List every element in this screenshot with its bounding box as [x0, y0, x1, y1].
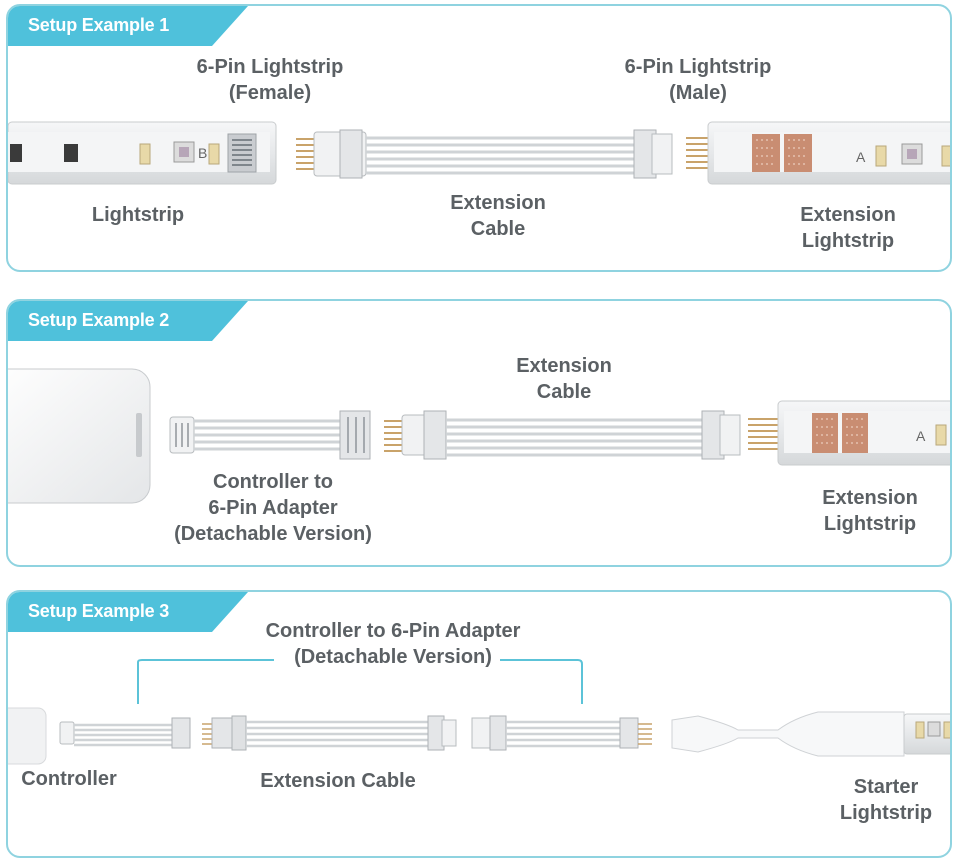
setup-example-2-title: Setup Example 2 [28, 310, 170, 330]
lightstrip-label: Lightstrip [91, 204, 185, 226]
setup-example-2-tab [8, 301, 248, 341]
extension-cable-image [296, 126, 676, 182]
setup-example-1-title: Setup Example 1 [28, 15, 170, 35]
controller-label: Controller [21, 768, 117, 790]
extension-cable-image [384, 409, 744, 461]
adapter-bracket [134, 658, 586, 706]
extension-lightstrip-male-image: A [686, 118, 950, 188]
lightstrip-female-image: B [8, 118, 278, 188]
extension-cable-image [202, 714, 460, 752]
extension-lightstrip-image: A [748, 397, 950, 469]
setup-example-3-panel: Setup Example 3 Controller to 6-Pin Adap… [6, 590, 952, 858]
setup-example-3-title: Setup Example 3 [28, 601, 170, 621]
extension-cable-label: Extension Cable [260, 770, 416, 792]
controller-adapter-image [168, 409, 373, 461]
marking-a: A [856, 149, 866, 165]
female-lightstrip-label: 6-Pin Lightstrip(Female) [196, 56, 344, 104]
setup-example-1-tab [8, 6, 248, 46]
male-lightstrip-label: 6-Pin Lightstrip(Male) [624, 56, 772, 104]
adapter-label: Controller to 6-Pin Adapter(Detachable V… [265, 620, 521, 668]
lightstrip-adapter-image [470, 714, 654, 752]
setup-example-3-tab [8, 592, 248, 632]
marking-b: B [198, 145, 207, 161]
controller-box-image [8, 367, 154, 507]
controller-image [8, 706, 50, 766]
marking-a: A [916, 428, 926, 444]
starter-lightstrip-image [668, 702, 950, 766]
setup-example-1-panel: Setup Example 1 6-Pin Lightstrip(Female)… [6, 4, 952, 272]
controller-adapter-image [58, 716, 192, 750]
